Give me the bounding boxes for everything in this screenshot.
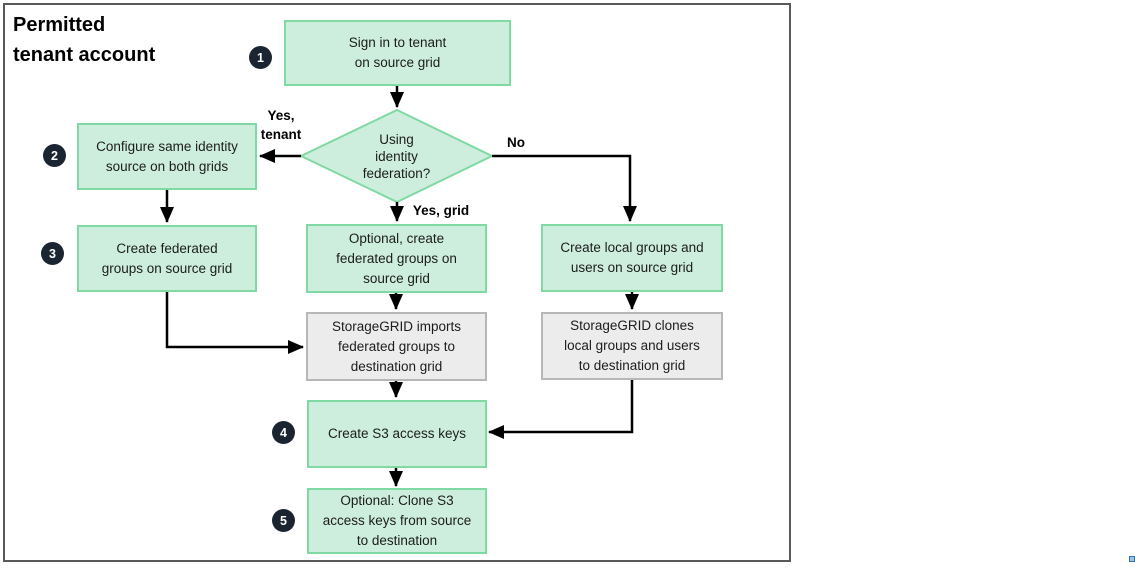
edge-label-no: No bbox=[507, 135, 525, 150]
step-badge-3: 3 bbox=[41, 242, 64, 265]
node-sign-in-tenant: Sign in to tenant on source grid bbox=[284, 20, 511, 86]
arrow-clones-to-keys bbox=[488, 379, 634, 439]
node-identity-federation-decision: Using identity federation? bbox=[362, 131, 431, 181]
node-clone-s3-keys: Optional: Clone S3 access keys from sour… bbox=[307, 488, 487, 554]
edge-label-yes-grid: Yes, grid bbox=[412, 203, 470, 218]
diagram-title: Permitted tenant account bbox=[13, 14, 156, 66]
node-create-s3-keys: Create S3 access keys bbox=[307, 400, 487, 468]
edge-label-yes-tenant: Yes, tenant bbox=[260, 108, 302, 142]
node-create-local-groups: Create local groups and users on source … bbox=[541, 224, 723, 292]
step-badge-5: 5 bbox=[272, 509, 295, 532]
node-storagegrid-clones: StorageGRID clones local groups and user… bbox=[541, 312, 723, 380]
node-create-federated-groups: Create federated groups on source grid bbox=[77, 225, 257, 292]
step-badge-2: 2 bbox=[43, 144, 66, 167]
node-storagegrid-imports: StorageGRID imports federated groups to … bbox=[306, 312, 487, 381]
step-badge-1: 1 bbox=[249, 46, 272, 69]
selection-handle bbox=[1129, 556, 1135, 562]
arrow-decision-to-local bbox=[492, 154, 637, 222]
arrow-federated-to-imports bbox=[165, 292, 304, 354]
step-badge-4: 4 bbox=[272, 421, 295, 444]
node-optional-federated-groups: Optional, create federated groups on sou… bbox=[306, 224, 487, 293]
node-configure-identity-source: Configure same identity source on both g… bbox=[77, 123, 257, 190]
